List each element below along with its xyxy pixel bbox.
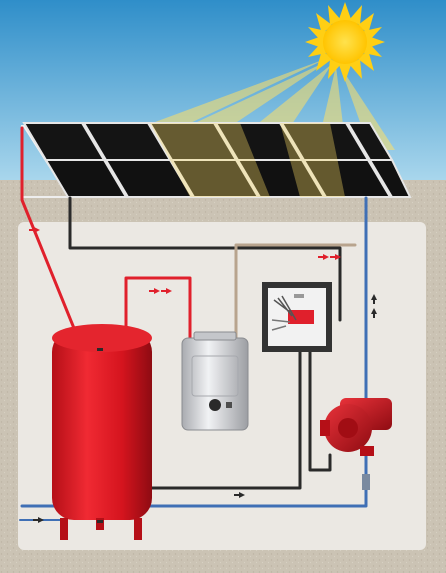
flow-arrow-icon (371, 294, 377, 318)
heater-dial-icon (209, 399, 221, 411)
solar-panel (82, 122, 194, 198)
sun-rays (120, 58, 395, 150)
solar-panel (148, 122, 260, 198)
sensor-wire (234, 243, 357, 342)
storage-tank (52, 324, 152, 540)
solar-panel (280, 122, 392, 198)
solar-panel-array (21, 122, 412, 198)
controller-box (262, 282, 332, 352)
heater-return-pipe (142, 348, 302, 490)
flow-arrow-icon (234, 492, 245, 498)
solar-panel (214, 122, 326, 198)
flow-arrow-icon (33, 517, 44, 523)
flow-arrow-icon (318, 254, 341, 260)
sun-icon (305, 2, 385, 82)
solar-panel (22, 122, 128, 198)
flow-arrow-icon (29, 227, 40, 233)
tank-to-heater-pipe (124, 276, 192, 347)
hot-supply-pipe (20, 126, 84, 350)
flow-arrows (29, 227, 377, 523)
collector-dark-pipe (68, 196, 342, 322)
circulation-pump (320, 398, 392, 490)
solar-panel (346, 122, 412, 198)
controller-drop-pipe (308, 348, 332, 472)
flow-arrow-icon (149, 288, 172, 294)
piping (19, 126, 368, 521)
backup-water-heater (181, 331, 249, 431)
